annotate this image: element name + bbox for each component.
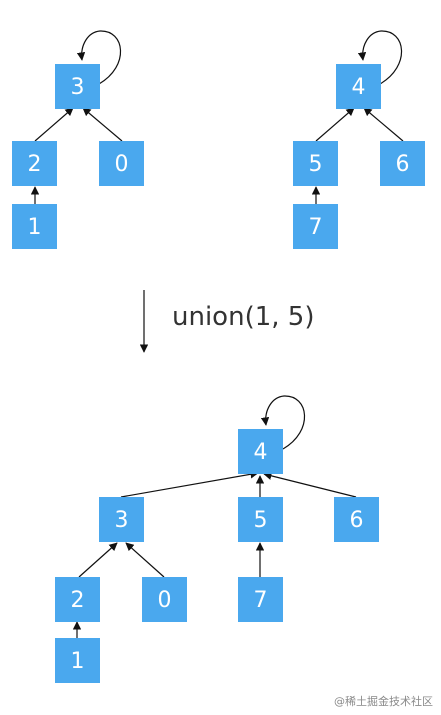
node-1-after-label: 1 (71, 649, 85, 674)
self-loop-3 (76, 30, 122, 85)
node-6-after-label: 6 (350, 508, 364, 533)
node-3-after: 3 (99, 497, 144, 542)
node-7-before: 7 (293, 204, 338, 249)
node-1-before-label: 1 (28, 215, 42, 240)
self-loop-4-after (260, 395, 306, 450)
watermark: @稀土掘金技术社区 (334, 695, 433, 708)
node-1-before: 1 (12, 204, 57, 249)
node-4-before: 4 (336, 64, 381, 109)
node-7-after-label: 7 (254, 588, 268, 613)
node-3-after-label: 3 (115, 508, 129, 533)
node-6-after: 6 (334, 497, 379, 542)
node-4-after-label: 4 (254, 440, 268, 465)
node-5-before-label: 5 (309, 152, 323, 177)
node-4-before-label: 4 (352, 75, 366, 100)
node-0-after-label: 0 (158, 588, 172, 613)
node-5-after: 5 (238, 497, 283, 542)
node-0-before: 0 (99, 141, 144, 186)
self-loop-4 (357, 30, 403, 85)
edge-2-to-3-after (78, 542, 118, 578)
node-1-after: 1 (55, 638, 100, 683)
node-5-after-label: 5 (254, 508, 268, 533)
node-4-after: 4 (238, 429, 283, 474)
node-3-before-label: 3 (71, 75, 85, 100)
edge-2-to-3 (34, 107, 74, 142)
edge-3-to-4-after (120, 470, 259, 498)
node-2-after: 2 (55, 577, 100, 622)
node-7-before-label: 7 (309, 215, 323, 240)
node-6-before-label: 6 (396, 152, 410, 177)
edge-6-to-4 (363, 107, 404, 142)
node-3-before: 3 (55, 64, 100, 109)
node-7-after: 7 (238, 577, 283, 622)
edge-5-to-4 (315, 107, 355, 142)
node-0-after: 0 (142, 577, 187, 622)
node-5-before: 5 (293, 141, 338, 186)
operation-label: union(1, 5) (172, 302, 315, 332)
node-2-before: 2 (12, 141, 57, 186)
node-0-before-label: 0 (115, 152, 129, 177)
node-2-after-label: 2 (71, 588, 85, 613)
node-6-before: 6 (380, 141, 425, 186)
edge-0-to-3-after (125, 542, 165, 578)
edge-0-to-3 (82, 107, 123, 142)
node-2-before-label: 2 (28, 152, 42, 177)
edge-6-to-4-after (263, 471, 357, 498)
